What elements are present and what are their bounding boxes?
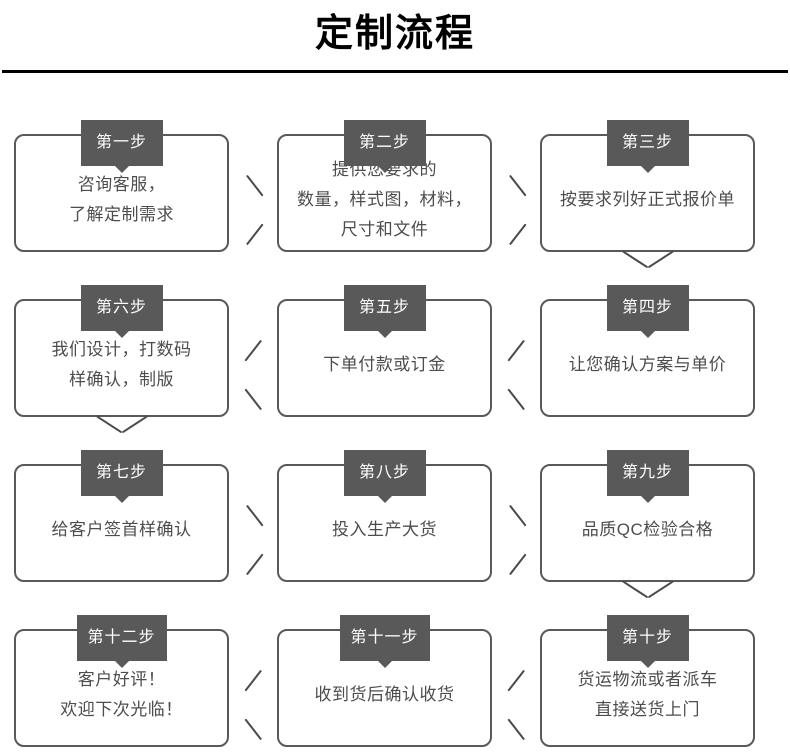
flow-row-4: 第十二步 客户好评！ 欢迎下次光临！ 第十一步 收到货后确认收货 第十步 货运物… [0,611,790,749]
step-badge: 第七步 [80,450,163,503]
page-title: 定制流程 [314,13,475,55]
step-text-line: 按要求列好正式报价单 [560,190,735,209]
step-badge: 第三步 [606,120,689,173]
flow-step-card-3[interactable]: 第三步 按要求列好正式报价单 [540,120,755,252]
step-badge: 第十一步 [339,615,430,668]
step-badge: 第九步 [606,450,689,503]
chevron-left-icon [240,341,266,385]
step-card-body: 品质QC检验合格 [542,466,753,580]
step-text-line: 尺寸和文件 [340,220,429,239]
flow-row-3: 第七步 给客户签首样确认 第八步 投入生产大货 第九步 品质QC检验合格 [0,446,790,584]
step-badge: 第四步 [606,285,689,338]
flow-step-card-8[interactable]: 第八步 投入生产大货 [277,450,492,582]
chevron-down-icon [96,415,148,441]
step-text-line: 直接送货上门 [595,700,700,719]
chevron-right-icon [503,176,529,220]
chevron-down-icon [622,250,674,276]
step-text-line: 我们设计，打数码 [51,340,192,359]
flow-step-card-12[interactable]: 第十二步 客户好评！ 欢迎下次光临！ [14,615,229,747]
step-text-line: 咨询客服， [77,175,166,194]
step-badge: 第五步 [343,285,426,338]
step-text-line: 收到货后确认收货 [314,685,455,704]
flow-step-card-11[interactable]: 第十一步 收到货后确认收货 [277,615,492,747]
chevron-left-icon [240,671,266,715]
process-flow-diagram: 第一步 咨询客服， 了解定制需求 第二步 提供您要求的 数量，样式图，材料， 尺… [0,78,790,754]
flow-row-1: 第一步 咨询客服， 了解定制需求 第二步 提供您要求的 数量，样式图，材料， 尺… [0,116,790,254]
step-text-line: 了解定制需求 [69,205,174,224]
chevron-right-icon [503,506,529,550]
step-text-line: 给客户签首样确认 [51,520,192,539]
flow-step-card-7[interactable]: 第七步 给客户签首样确认 [14,450,229,582]
step-badge: 第十二步 [76,615,167,668]
step-text-line: 投入生产大货 [332,520,437,539]
step-card-body: 货运物流或者派车 直接送货上门 [542,631,753,745]
step-card-body: 下单付款或订金 [279,301,490,415]
chevron-down-icon [622,580,674,606]
step-text-line: 下单付款或订金 [323,355,446,374]
step-text-line: 客户好评！ [77,670,166,689]
flow-row-2: 第六步 我们设计，打数码 样确认，制版 第五步 下单付款或订金 第四步 让您确认… [0,281,790,419]
flow-step-card-5[interactable]: 第五步 下单付款或订金 [277,285,492,417]
step-badge: 第六步 [80,285,163,338]
step-text-line: 样确认，制版 [69,370,174,389]
chevron-left-icon [503,671,529,715]
chevron-right-icon [240,176,266,220]
step-badge: 第十步 [606,615,689,668]
step-text-line: 货运物流或者派车 [577,670,718,689]
step-card-body: 按要求列好正式报价单 [542,136,753,250]
flow-step-card-2[interactable]: 第二步 提供您要求的 数量，样式图，材料， 尺寸和文件 [277,120,492,252]
chevron-right-icon [240,506,266,550]
step-badge: 第二步 [343,120,426,173]
flow-step-card-10[interactable]: 第十步 货运物流或者派车 直接送货上门 [540,615,755,747]
step-badge: 第八步 [343,450,426,503]
step-card-body: 给客户签首样确认 [16,466,227,580]
flow-step-card-1[interactable]: 第一步 咨询客服， 了解定制需求 [14,120,229,252]
step-card-body: 让您确认方案与单价 [542,301,753,415]
step-card-body: 客户好评！ 欢迎下次光临！ [16,631,227,745]
step-text-line: 欢迎下次光临！ [60,700,183,719]
step-card-body: 收到货后确认收货 [279,631,490,745]
page-header: 定制流程 [0,0,790,78]
step-card-body: 投入生产大货 [279,466,490,580]
step-text-line: 让您确认方案与单价 [568,355,727,374]
step-badge: 第一步 [80,120,163,173]
flow-step-card-4[interactable]: 第四步 让您确认方案与单价 [540,285,755,417]
flow-step-card-9[interactable]: 第九步 品质QC检验合格 [540,450,755,582]
flow-step-card-6[interactable]: 第六步 我们设计，打数码 样确认，制版 [14,285,229,417]
step-card-body: 咨询客服， 了解定制需求 [16,136,227,250]
title-divider [2,70,788,73]
step-card-body: 我们设计，打数码 样确认，制版 [16,301,227,415]
step-text-line: 数量，样式图，材料， [297,190,472,209]
chevron-left-icon [503,341,529,385]
step-text-line: 品质QC检验合格 [581,520,714,539]
